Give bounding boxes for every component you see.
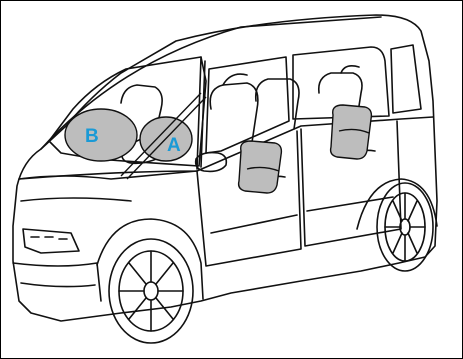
label-a: A bbox=[167, 135, 181, 156]
headlight bbox=[23, 229, 79, 253]
front-wheel bbox=[109, 239, 193, 343]
passenger-airbag-b bbox=[65, 109, 137, 161]
side-mirror bbox=[196, 153, 227, 172]
front-wheel-arch bbox=[97, 219, 203, 299]
car-body-outline bbox=[13, 15, 437, 321]
label-b: B bbox=[85, 126, 99, 147]
front-bumper bbox=[13, 263, 101, 301]
front-side-window bbox=[206, 57, 289, 153]
rear-wheel bbox=[377, 183, 433, 271]
front-seat bbox=[210, 83, 258, 149]
